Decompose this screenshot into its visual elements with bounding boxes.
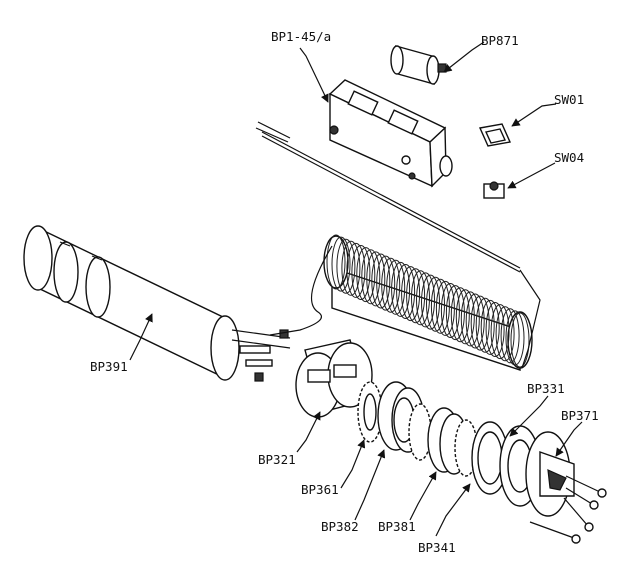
label-sw01: SW01 <box>554 92 584 107</box>
spring-coil <box>346 242 366 298</box>
housing-shaft <box>231 329 291 382</box>
label-bp371: BP371 <box>561 408 599 423</box>
spring-coil <box>326 234 346 290</box>
spring-coil <box>341 240 361 296</box>
switch-block <box>328 79 453 188</box>
label-bp391: BP391 <box>90 359 128 374</box>
switch-sw01 <box>478 123 512 147</box>
spring-coil <box>495 306 515 362</box>
spring-coil <box>366 251 386 307</box>
spring-coil <box>401 266 421 322</box>
cable-wire <box>255 121 521 273</box>
spring-coil <box>371 253 391 309</box>
spring-coil <box>336 238 356 294</box>
label-bp341: BP341 <box>418 540 456 555</box>
label-bp321: BP321 <box>258 452 296 467</box>
spring-coil <box>500 308 520 364</box>
spring-coils <box>326 234 530 368</box>
housing-cylinder <box>23 225 240 381</box>
spring-coil <box>331 236 351 292</box>
spring-coil <box>465 293 485 349</box>
spring-coil <box>396 264 416 319</box>
spring-coil <box>391 261 411 317</box>
spring-coil <box>480 299 500 355</box>
endcap-bp371 <box>525 431 575 517</box>
leader-lines <box>129 41 583 537</box>
part-labels: BP1-45/a BP871 SW01 SW04 BP391 BP321 BP3… <box>90 29 599 555</box>
label-bp361: BP361 <box>301 482 339 497</box>
screws <box>529 475 607 544</box>
spring-coil <box>460 291 480 347</box>
spring-coil <box>356 247 376 303</box>
spring-coil <box>351 245 371 300</box>
switch-sw04 <box>483 181 505 199</box>
spring-coil <box>445 285 465 341</box>
label-bp331: BP331 <box>527 381 565 396</box>
label-bp381: BP381 <box>378 519 416 534</box>
spring-coil <box>430 278 450 334</box>
spring-coil <box>470 295 490 351</box>
gear-bp381 <box>408 403 478 477</box>
label-bp1-45a: BP1-45/a <box>271 29 331 44</box>
spring-wire-end <box>519 269 541 369</box>
spring-coil <box>510 312 530 368</box>
spring-coil <box>440 283 460 338</box>
spring-coil <box>386 259 406 315</box>
spring-coil <box>435 280 455 336</box>
spring-coil <box>381 257 401 313</box>
spring-wire <box>269 245 333 336</box>
spring-coil <box>406 268 426 324</box>
spring-coil <box>485 302 505 357</box>
spring-coil <box>455 289 475 345</box>
label-bp382: BP382 <box>321 519 359 534</box>
gasket-bp341 <box>471 421 509 495</box>
spring-coil <box>416 272 435 328</box>
spring-coil <box>376 255 396 311</box>
label-sw04: SW04 <box>554 150 584 165</box>
spring-coil <box>426 276 445 332</box>
spring-coil <box>421 274 440 330</box>
label-bp871: BP871 <box>481 33 519 48</box>
spring-coil <box>475 297 495 353</box>
spring-coil <box>505 310 525 366</box>
spring-coil <box>490 304 510 360</box>
spring-coil <box>411 270 430 326</box>
spring-coil <box>361 249 381 305</box>
capacitor <box>390 45 447 85</box>
spring-coil <box>450 287 470 343</box>
